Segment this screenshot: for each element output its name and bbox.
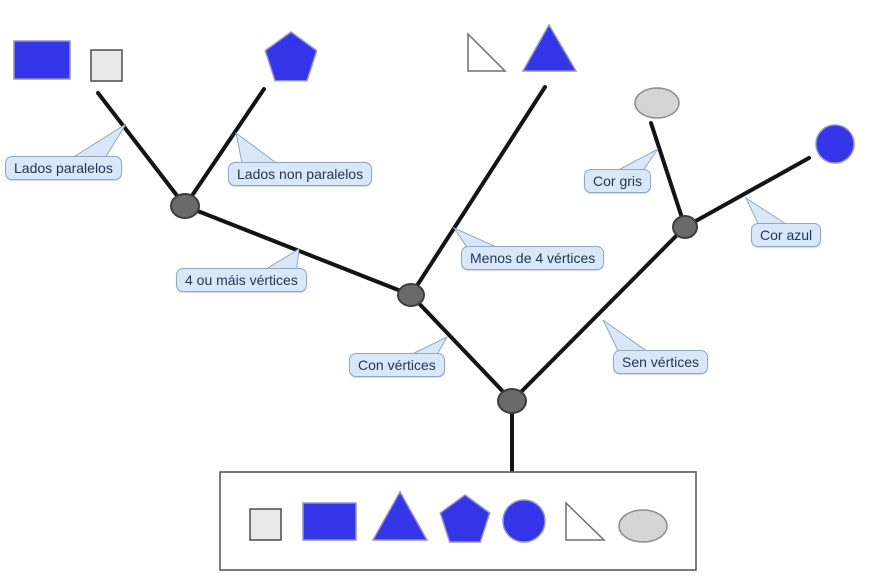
box-blue-circle-shape [502,499,546,543]
label-lados-paralelos: Lados paralelos [5,156,122,180]
label-sen-vertices: Sen vértices [613,350,709,374]
label-lados-non-paralelos: Lados non paralelos [228,162,373,186]
label-cor-gris: Cor gris [584,169,652,193]
branch-node-con-vertices [397,283,425,307]
blue-rectangle-shape [13,40,71,80]
gray-square-shape [90,49,123,82]
label-4-ou-mais-vertices: 4 ou máis vértices [176,268,307,292]
blue-pentagon-shape [264,31,318,82]
edge-lados-non-paralelos [183,87,266,208]
box-blue-triangle-shape [371,490,429,541]
blue-triangle-shape [521,23,578,72]
edge-sen-vertices [510,225,687,403]
label-menos-de-4-vertices: Menos de 4 vértices [461,246,605,270]
box-blue-rectangle-shape [302,502,357,541]
branch-node-sen-vertices [672,215,698,239]
edge-lados-paralelos [96,91,187,208]
branch-node-root [497,388,527,414]
blue-circle-shape [815,124,855,164]
gray-ellipse-shape [634,87,680,119]
edge-menos-de-4-vertices [409,85,547,297]
label-con-vertices: Con vértices [349,353,445,377]
box-blue-pentagon-shape [439,494,491,543]
box-gray-ellipse-shape [618,509,668,543]
edge-cor-gris [649,121,687,229]
branch-node-4-vertices [170,193,200,219]
white-right-triangle-shape [467,32,507,72]
edge-cor-azul [683,156,811,229]
edge-con-vertices [409,293,514,403]
box-white-right-triangle-shape [565,501,606,541]
box-gray-square-shape [249,508,282,541]
label-cor-azul: Cor azul [751,223,822,247]
